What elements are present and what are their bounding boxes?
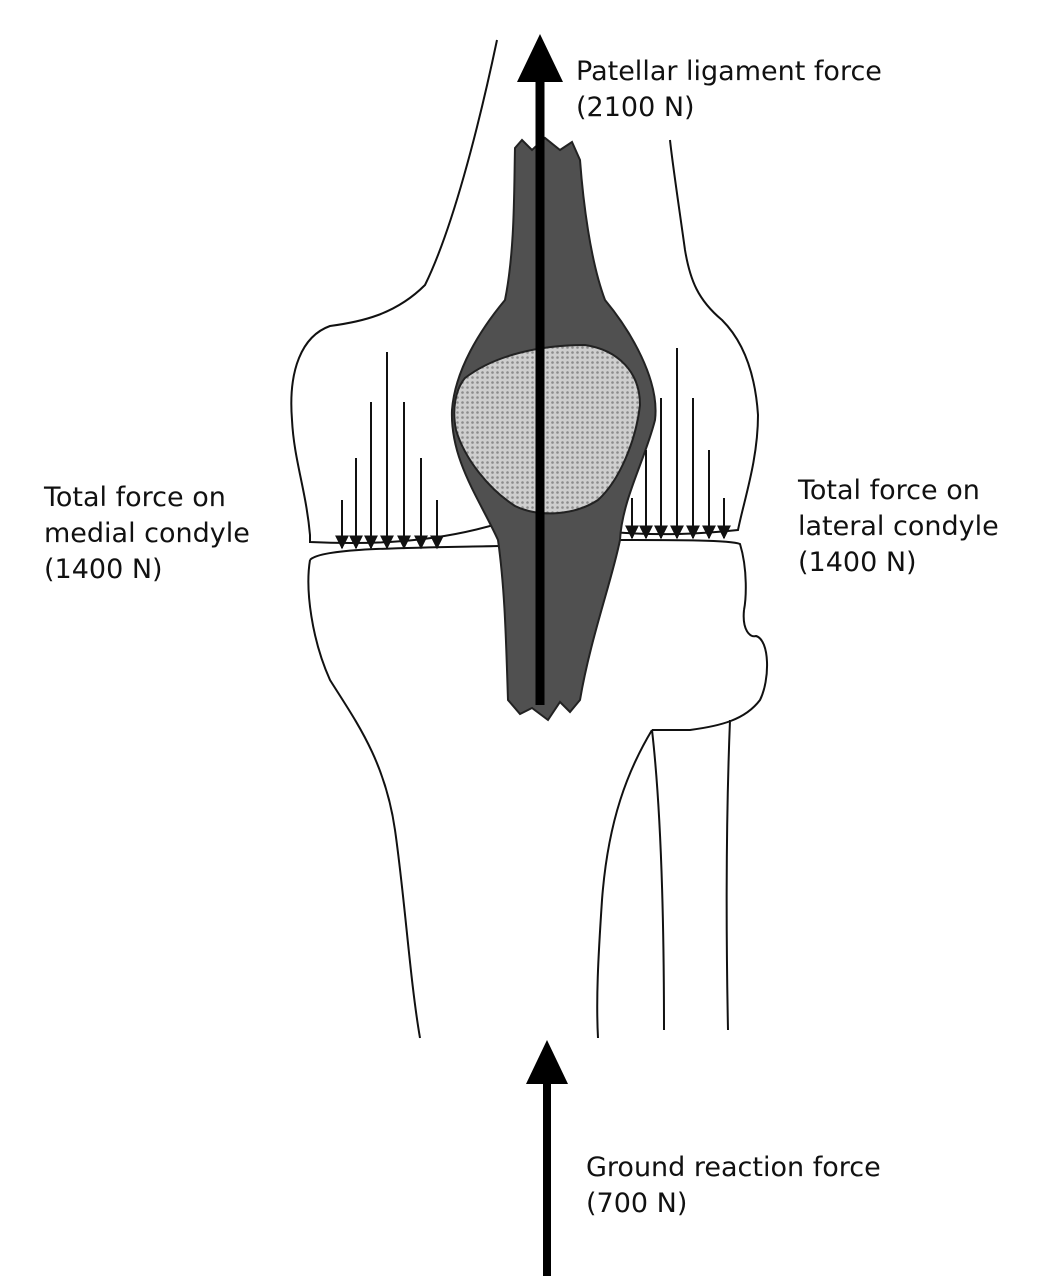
patellar-force-value: (2100 N): [576, 90, 882, 126]
lateral-condyle-label: Total force on lateral condyle (1400 N): [798, 473, 999, 581]
lateral-condyle-line2: lateral condyle: [798, 509, 999, 545]
medial-condyle-force-arrows: [342, 352, 437, 548]
patellar-force-title: Patellar ligament force: [576, 54, 882, 90]
ground-reaction-value: (700 N): [586, 1186, 881, 1222]
medial-condyle-line1: Total force on: [44, 480, 250, 516]
ground-reaction-label: Ground reaction force (700 N): [586, 1150, 881, 1222]
tibia-lateral-outline: [597, 730, 652, 1038]
medial-condyle-value: (1400 N): [44, 552, 250, 588]
medial-condyle-label: Total force on medial condyle (1400 N): [44, 480, 250, 588]
ground-reaction-title: Ground reaction force: [586, 1150, 881, 1186]
lateral-condyle-value: (1400 N): [798, 545, 999, 581]
fibula-outline: [652, 610, 767, 1030]
ground-reaction-force-arrow: [526, 1040, 568, 1276]
medial-condyle-line2: medial condyle: [44, 516, 250, 552]
patellar-force-label: Patellar ligament force (2100 N): [576, 54, 882, 126]
lateral-condyle-line1: Total force on: [798, 473, 999, 509]
